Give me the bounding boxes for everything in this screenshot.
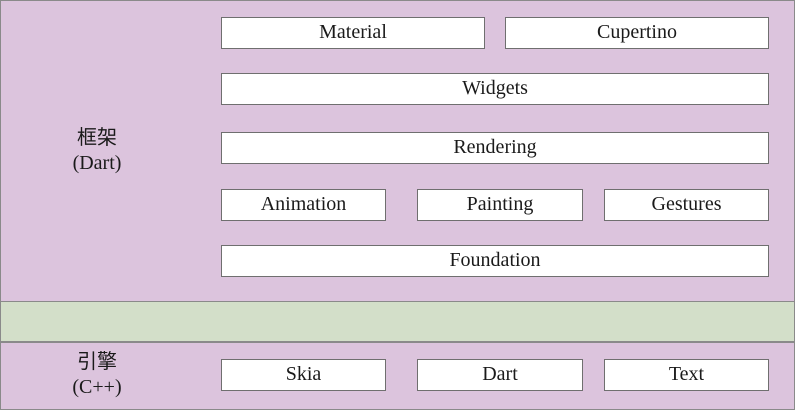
framework-label-name: 框架 [77, 127, 117, 149]
gestures-box: Gestures [604, 189, 769, 221]
text-box: Text [604, 359, 769, 391]
engine-layer-label: 引擎 (C++) [38, 350, 156, 400]
widgets-box: Widgets [221, 73, 769, 105]
dart-box: Dart [417, 359, 583, 391]
bridge-layer [0, 302, 795, 342]
rendering-box: Rendering [221, 132, 769, 164]
painting-box: Painting [417, 189, 583, 221]
skia-box: Skia [221, 359, 386, 391]
framework-layer-label: 框架 (Dart) [38, 126, 156, 176]
engine-label-language: (C++) [72, 376, 122, 398]
foundation-box: Foundation [221, 245, 769, 277]
animation-box: Animation [221, 189, 386, 221]
material-box: Material [221, 17, 485, 49]
cupertino-box: Cupertino [505, 17, 769, 49]
framework-label-language: (Dart) [72, 152, 122, 174]
engine-label-name: 引擎 [77, 351, 117, 373]
